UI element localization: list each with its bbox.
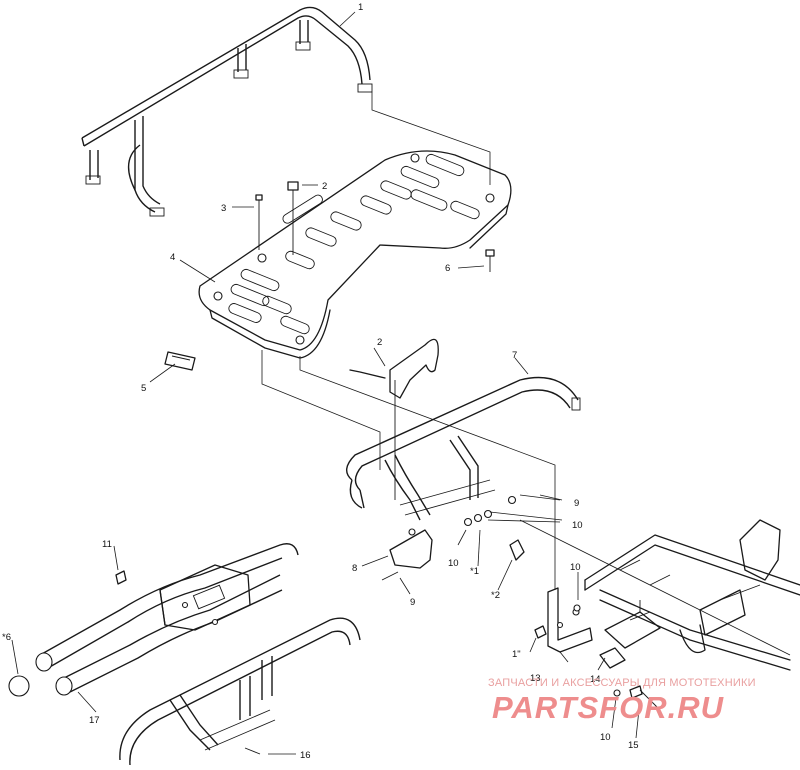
callout-10-right: 10 [572, 520, 583, 531]
callout-2-mid: 2 [377, 337, 382, 348]
callout-7: 7 [512, 350, 517, 361]
assembly-leaders [261, 350, 791, 656]
lower-bracket [381, 528, 433, 581]
watermark-caption: ЗАПЧАСТИ И АКСЕССУАРЫ ДЛЯ МОТОТЕХНИКИ [488, 677, 756, 689]
chassis-frame [584, 519, 800, 671]
callout-10-left: 10 [448, 558, 459, 569]
callout-17: 17 [89, 715, 100, 726]
nut-11b [534, 625, 547, 639]
callout-labels: 1 2 3 4 5 6 2 7 8 9 9 10 10 *1 *2 10 11 … [2, 2, 639, 761]
callout-15: 15 [628, 740, 639, 751]
callout-9-lower: 9 [410, 597, 415, 608]
watermark-logo: PARTSFOR.RU [492, 690, 725, 725]
callout-star-2: *2 [491, 590, 500, 601]
reflector [149, 351, 196, 383]
callout-8: 8 [352, 563, 357, 574]
hitch-plate [599, 600, 661, 669]
bolt-15 [613, 685, 661, 711]
callout-leaders [11, 11, 641, 755]
callout-10-bottom: 10 [600, 732, 611, 743]
callout-16: 16 [300, 750, 311, 761]
bolts-top [232, 181, 495, 272]
mount-bracket [349, 338, 439, 500]
callout-3: 3 [221, 203, 226, 214]
rack-rail-frame [81, 6, 491, 217]
callout-13: 13 [530, 673, 541, 684]
callout-10-top: 10 [570, 562, 581, 573]
rear-tube-bar [346, 376, 581, 521]
callout-6: 6 [445, 263, 450, 274]
callout-1: 1 [358, 2, 363, 13]
callout-star-1: *1 [470, 566, 479, 577]
nut-10 [573, 604, 581, 612]
callout-9-right: 9 [574, 498, 579, 509]
callout-2-top: 2 [322, 181, 327, 192]
hardware-cluster [463, 494, 563, 561]
callout-14: 14 [590, 674, 601, 685]
callout-4: 4 [170, 252, 175, 263]
callout-1-quote: 1" [512, 649, 521, 660]
callout-star-6: *6 [2, 632, 11, 643]
lower-bumper-frame [119, 617, 361, 766]
hitch-bracket [547, 587, 593, 653]
watermark: ЗАПЧАСТИ И АКСЕССУАРЫ ДЛЯ МОТОТЕХНИКИ PA… [440, 672, 790, 732]
callout-11: 11 [102, 539, 112, 550]
callout-5: 5 [141, 383, 146, 394]
rack-panel [198, 150, 512, 359]
front-bumper [8, 543, 299, 697]
